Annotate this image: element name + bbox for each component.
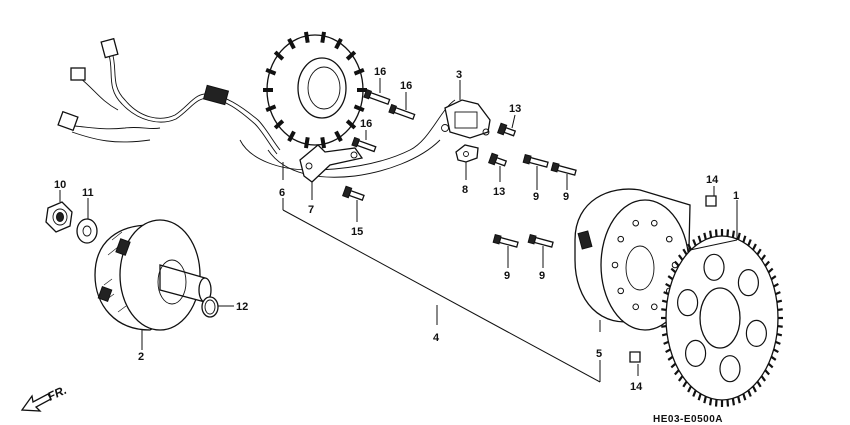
stator-coil <box>263 31 367 149</box>
pulser-bracket <box>455 144 479 163</box>
callout-9-upper-right: 9 <box>563 191 569 203</box>
stator-bracket <box>299 144 364 183</box>
callout-14-upper: 14 <box>706 174 719 186</box>
o-ring <box>201 296 219 318</box>
callout-3: 3 <box>456 69 462 81</box>
callout-4: 4 <box>433 332 440 344</box>
dowel-pins <box>629 195 717 363</box>
starter-clutch <box>94 219 212 331</box>
diagram-reference-code: HE03-E0500A <box>653 414 723 425</box>
callout-16-right: 16 <box>400 80 412 92</box>
callout-9-lower-left: 9 <box>504 270 510 282</box>
callout-8: 8 <box>462 184 468 196</box>
flange-nut <box>45 201 73 233</box>
callout-5: 5 <box>596 348 602 360</box>
leader-lines <box>59 78 738 383</box>
front-arrow-icon <box>20 393 52 412</box>
callout-16-lower: 16 <box>360 118 372 130</box>
callout-13-upper: 13 <box>509 103 521 115</box>
callout-15: 15 <box>351 226 363 238</box>
callout-12: 12 <box>236 301 248 313</box>
callout-14-lower: 14 <box>630 381 643 393</box>
front-direction-indicator: FR. <box>20 383 69 412</box>
callout-16-left: 16 <box>374 66 386 78</box>
bolts <box>342 88 577 248</box>
starter-driven-gear <box>661 229 783 407</box>
callout-13-lower: 13 <box>493 186 505 198</box>
callout-11: 11 <box>82 187 94 199</box>
wire-harness <box>57 37 456 178</box>
callout-10: 10 <box>54 179 66 191</box>
pulser-coil <box>441 99 491 139</box>
callout-labels: 1 2 3 4 5 6 7 8 9 9 9 9 10 11 12 13 13 1… <box>54 66 739 393</box>
callout-1: 1 <box>733 190 739 202</box>
washer <box>76 218 98 244</box>
front-direction-label: FR. <box>45 383 68 404</box>
callout-2: 2 <box>138 351 144 363</box>
callout-9-lower-right: 9 <box>539 270 545 282</box>
callout-6: 6 <box>279 187 285 199</box>
callout-7: 7 <box>308 204 314 216</box>
callout-9-upper-left: 9 <box>533 191 539 203</box>
